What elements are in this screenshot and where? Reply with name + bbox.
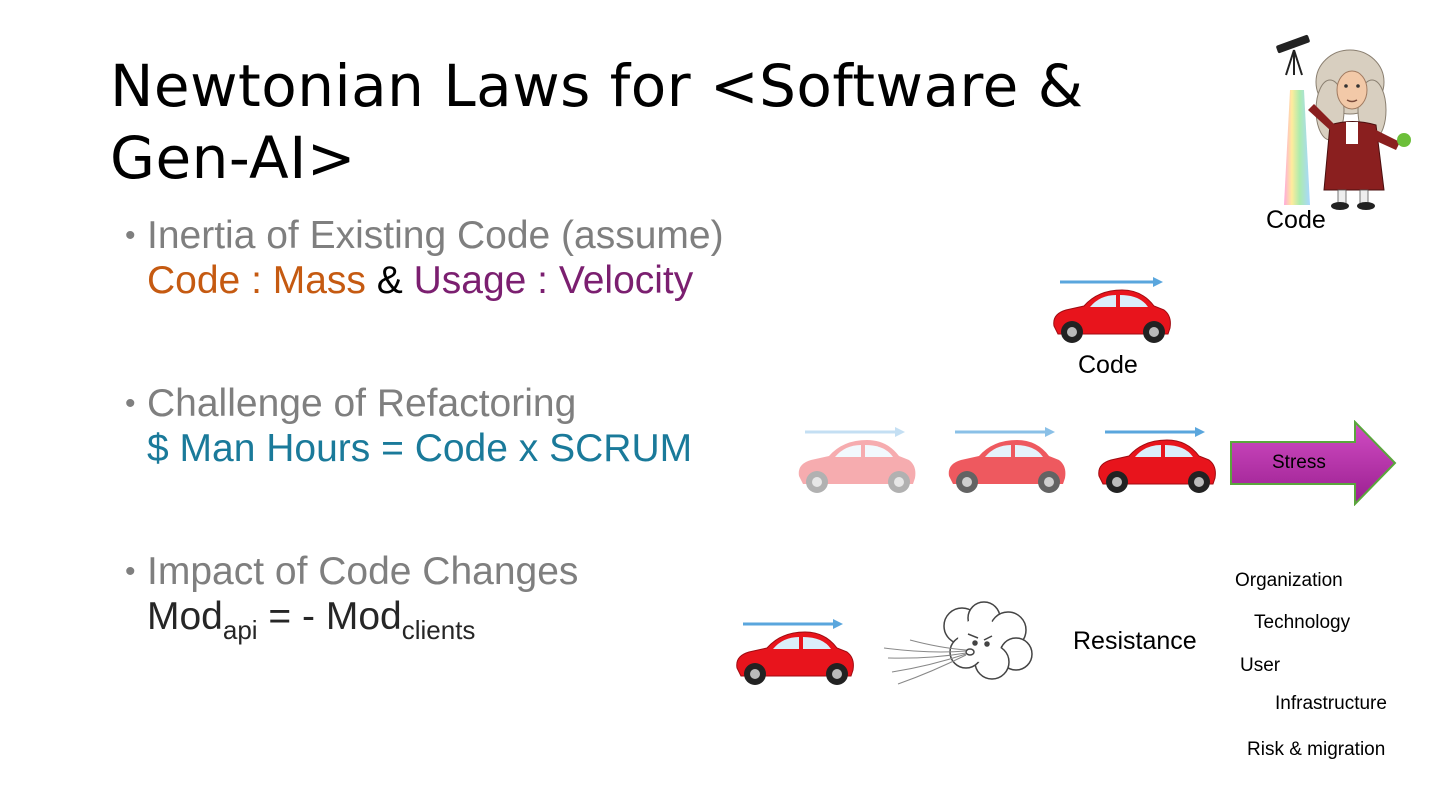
stress-arrow bbox=[1229, 420, 1399, 506]
bullet-dot-icon: • bbox=[125, 555, 136, 588]
resistance-item-infrastructure: Infrastructure bbox=[1275, 693, 1387, 714]
motion-arrow bbox=[1060, 277, 1163, 287]
car-icon bbox=[1098, 439, 1216, 493]
man-hours-formula: $ Man Hours = Code x SCRUM bbox=[147, 427, 693, 470]
stress-label: Stress bbox=[1272, 452, 1326, 473]
newton-figure bbox=[1268, 30, 1418, 215]
resistance-item-risk-migration: Risk & migration bbox=[1247, 739, 1386, 760]
resistance-item-organization: Organization bbox=[1235, 570, 1343, 591]
wind-cloud-icon bbox=[880, 596, 1040, 691]
bullet-refactoring: • Challenge of Refactoring $ Man Hours = … bbox=[125, 381, 692, 471]
car-icon bbox=[1053, 289, 1171, 343]
car-faded-1 bbox=[795, 424, 920, 499]
mod-formula: Modapi = - Modclients bbox=[125, 594, 578, 643]
bullet-heading: Inertia of Existing Code (assume) bbox=[147, 214, 724, 257]
mod-clients-text: Mod bbox=[325, 595, 402, 638]
resistance-item-technology: Technology bbox=[1254, 612, 1351, 633]
car-solid bbox=[1095, 424, 1220, 499]
bullet-heading: Impact of Code Changes bbox=[147, 550, 579, 593]
newton-code-label: Code bbox=[1266, 206, 1326, 234]
car-faded-2 bbox=[945, 424, 1070, 499]
bullet-impact: •Impact of Code Changes Modapi = - Modcl… bbox=[125, 549, 579, 643]
slide-title: Newtonian Laws for <Software & Gen-AI> bbox=[110, 52, 1084, 192]
bullet-dot-icon: • bbox=[125, 219, 136, 252]
code-mass-text: Code : Mass bbox=[147, 259, 366, 302]
ampersand-text: & bbox=[365, 259, 414, 302]
mod-api-text: Mod bbox=[147, 595, 223, 638]
bullet-dot-icon: • bbox=[125, 387, 136, 420]
car-icon bbox=[948, 440, 1066, 493]
code-car bbox=[1050, 274, 1175, 349]
bullet-inertia: • Inertia of Existing Code (assume) Code … bbox=[125, 213, 724, 303]
bullet-heading: Challenge of Refactoring bbox=[147, 382, 577, 425]
car-resisted bbox=[733, 616, 858, 691]
usage-velocity-text: Usage : Velocity bbox=[413, 259, 694, 302]
car-icon bbox=[798, 440, 916, 493]
clients-subscript: clients bbox=[401, 615, 476, 645]
motion-arrow bbox=[955, 427, 1055, 437]
car-code-label: Code bbox=[1078, 351, 1138, 379]
car-icon bbox=[736, 631, 854, 685]
telescope-icon bbox=[1276, 34, 1310, 76]
motion-arrow bbox=[1105, 427, 1205, 437]
resistance-item-user: User bbox=[1240, 655, 1281, 676]
motion-arrow bbox=[743, 619, 843, 629]
api-subscript: api bbox=[222, 615, 258, 645]
resistance-label: Resistance bbox=[1073, 627, 1197, 655]
motion-arrow bbox=[805, 427, 905, 437]
equals-text: = - bbox=[257, 595, 326, 638]
